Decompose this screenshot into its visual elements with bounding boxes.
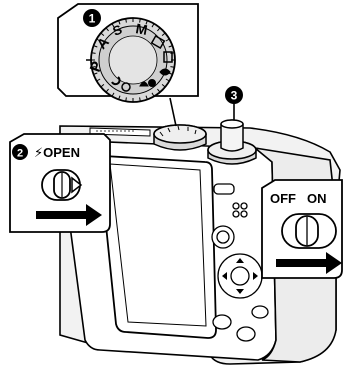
dial-notch	[151, 23, 155, 28]
dial-notch	[111, 92, 115, 97]
dial-notch	[161, 84, 166, 88]
callout-3: 3	[225, 86, 243, 104]
dial-notch	[139, 97, 141, 102]
callout-number-1: 1	[89, 12, 96, 26]
dial-notch	[157, 27, 161, 32]
dial-notch	[105, 27, 109, 32]
flash-switch[interactable]	[41, 169, 83, 201]
dial-notch	[125, 18, 127, 23]
power-off-label: OFF	[270, 191, 296, 206]
lcd-screen	[99, 155, 217, 339]
mode-letter-m: M	[134, 20, 148, 38]
dial-notch	[145, 20, 148, 25]
dial-notch	[145, 95, 148, 100]
dial-icons	[111, 35, 173, 92]
menu-button[interactable]	[212, 314, 232, 330]
dial-notch	[100, 84, 105, 88]
arrow-right-icon	[276, 252, 342, 274]
dial-notch	[157, 88, 161, 93]
dial-notch	[161, 32, 166, 36]
dial-notch	[125, 97, 127, 102]
dial-notch	[111, 23, 115, 28]
dial-notch	[151, 92, 155, 97]
dial-notch	[93, 45, 98, 48]
top-controls	[89, 119, 257, 165]
arrow-right-icon	[36, 204, 102, 226]
dial-notch	[168, 45, 173, 48]
dial-notch	[165, 78, 170, 82]
dial-notch	[91, 66, 96, 68]
callout-number-3: 3	[231, 89, 238, 103]
dial-notch	[118, 95, 121, 100]
flash-open-callout[interactable]: 2 ⚡OPEN	[9, 133, 111, 233]
callout-number-2: 2	[17, 148, 23, 160]
dial-notch	[91, 52, 96, 54]
dial-notch	[100, 32, 105, 36]
dial-notch	[165, 38, 170, 42]
display-button[interactable]	[236, 326, 256, 342]
leader-lines	[169, 97, 235, 127]
delete-button[interactable]	[251, 305, 269, 319]
flash-open-label: ⚡OPEN	[34, 145, 80, 160]
power-switch[interactable]	[281, 213, 337, 249]
dial-notch	[96, 38, 101, 42]
dial-notch	[96, 78, 101, 82]
power-on-label: ON	[307, 191, 327, 206]
mode-dial[interactable]: P A S M 1	[57, 3, 199, 103]
dial-notch	[93, 72, 98, 75]
back-controls	[211, 183, 269, 342]
dial-notch	[170, 66, 175, 68]
dial-notch	[118, 20, 121, 25]
dial-notch	[105, 88, 109, 93]
power-switch-callout[interactable]: OFF ON	[261, 179, 343, 279]
dial-notch	[139, 18, 141, 23]
